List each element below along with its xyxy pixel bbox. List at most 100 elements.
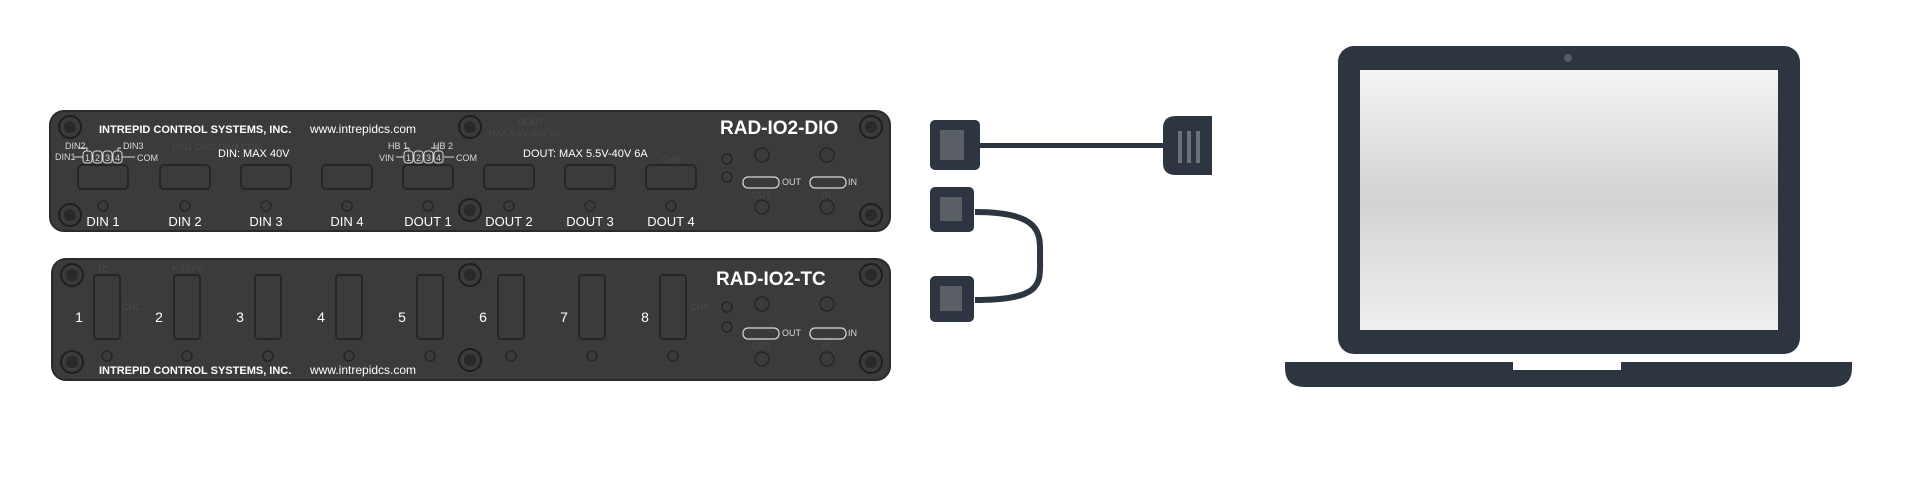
laptop-base: [1285, 362, 1852, 387]
tc-channel-number-8: 8: [641, 309, 649, 325]
dio-port-label-dout3: DOUT 3: [566, 214, 613, 229]
tc-ghost-ch1: CH1: [122, 302, 140, 312]
svg-text:3: 3: [426, 153, 431, 163]
tc-model-name: RAD-IO2-TC: [716, 269, 826, 290]
dout-spec-label: DOUT: MAX 5.5V-40V 6A: [523, 148, 648, 160]
webcam-icon: [1564, 54, 1572, 62]
tc-company-name: INTREPID CONTROL SYSTEMS, INC.: [99, 365, 291, 377]
dio-in-label: IN: [848, 177, 857, 187]
tc-screw-bottom-right: [859, 350, 883, 374]
tc-link-ports[interactable]: OUT IN OUT IN: [721, 296, 857, 367]
dio-port-2[interactable]: [159, 164, 211, 212]
dio-ghost-din-list: DIN1 DIN2 DIN3 COM: [172, 142, 262, 152]
dio-port-label-dout4: DOUT 4: [647, 214, 694, 229]
svg-text:1: 1: [85, 153, 90, 163]
svg-text:4: 4: [115, 153, 120, 163]
din1-pin-label: DIN1: [55, 152, 76, 162]
cable-wire: [978, 143, 1163, 148]
dio-website: www.intrepidcs.com: [309, 122, 416, 136]
dio-screw-top-mid: [458, 115, 482, 139]
tc-in-port[interactable]: [809, 327, 847, 340]
dio-link-ports[interactable]: OUT IN OUT IN: [721, 147, 857, 215]
cable-connector-top-socket: [940, 130, 964, 160]
daisy-chain-connector-top-socket: [940, 197, 962, 221]
din-pin-2: 2: [92, 150, 103, 164]
dio-ghost-ch8: CH8: [662, 155, 680, 165]
dio-screw-bottom-right: [859, 203, 883, 227]
laptop: [1285, 46, 1852, 387]
daisy-chain-cable: [930, 187, 1044, 322]
rad-io2-dio-panel: INTREPID CONTROL SYSTEMS, INC. www.intre…: [49, 110, 891, 232]
tc-port-7[interactable]: [578, 274, 606, 362]
tc-ghost-ktype: K TYPE: [172, 264, 204, 274]
laptop-screen: [1360, 70, 1778, 330]
tc-out-port[interactable]: [742, 327, 780, 340]
dio-panel-body: [49, 110, 891, 232]
tc-screw-bottom-mid: [458, 348, 482, 372]
dio-ghost-dout: DOUT: [518, 117, 544, 127]
dio-ghost-dout-spec: MAX 5.5V-40V 6A: [488, 128, 561, 138]
dio-port-label-din1: DIN 1: [86, 214, 119, 229]
tc-screw-top-mid: [458, 263, 482, 287]
din2-pin-label: DIN2: [65, 141, 86, 151]
svg-text:2: 2: [416, 153, 421, 163]
daisy-chain-wire: [974, 209, 1044, 303]
dio-model-name: RAD-IO2-DIO: [720, 118, 838, 139]
svg-text:4: 4: [436, 153, 441, 163]
din-spec-label: DIN: MAX 40V: [218, 148, 290, 160]
dio-port-label-dout2: DOUT 2: [485, 214, 532, 229]
din3-pin-label: DIN3: [123, 141, 144, 151]
dio-port-7[interactable]: [564, 164, 616, 212]
tc-website: www.intrepidcs.com: [309, 363, 416, 377]
dio-port-label-din4: DIN 4: [330, 214, 363, 229]
usb-plug-grip-line: [1196, 131, 1200, 163]
dio-in-port[interactable]: [809, 176, 847, 189]
tc-out-ghost-label: OUT: [752, 341, 772, 351]
tc-screw-bottom-left: [60, 350, 84, 374]
dio-port-1[interactable]: [77, 164, 129, 212]
usb-plug-grip-line: [1187, 131, 1191, 163]
daisy-chain-connector-bottom-socket: [940, 286, 962, 311]
svg-text:1: 1: [406, 153, 411, 163]
tc-in-label: IN: [848, 328, 857, 338]
tc-port-3[interactable]: [254, 274, 282, 362]
hb2-pin-label: HB 2: [433, 141, 453, 151]
dio-port-5[interactable]: [402, 164, 454, 212]
dio-port-3[interactable]: [240, 164, 292, 212]
tc-port-8[interactable]: [659, 274, 687, 362]
dio-port-label-din2: DIN 2: [168, 214, 201, 229]
dio-port-label-dout1: DOUT 1: [404, 214, 451, 229]
tc-screw-top-left: [60, 263, 84, 287]
dio-out-port[interactable]: [742, 176, 780, 189]
din-com-pin-label: COM: [137, 153, 158, 163]
tc-port-6[interactable]: [497, 274, 525, 362]
tc-in-ghost-label: IN: [822, 341, 831, 351]
tc-ghost-tc: TC: [97, 264, 109, 274]
dio-in-ghost-label: IN: [822, 190, 831, 200]
tc-panel-body: [51, 258, 891, 381]
dio-screw-bottom-left: [58, 203, 82, 227]
din-pin-3: 3: [102, 150, 113, 164]
tc-channel-number-6: 6: [479, 309, 487, 325]
hb1-pin-label: HB 1: [388, 141, 408, 151]
dio-screw-top-right: [859, 115, 883, 139]
dio-company-name: INTREPID CONTROL SYSTEMS, INC.: [99, 124, 291, 136]
dio-port-4[interactable]: [321, 164, 373, 212]
dio-port-6[interactable]: [483, 164, 535, 212]
dio-port-8[interactable]: [645, 164, 697, 212]
rad-io2-tc-panel: TC K TYPE CH1 CH8 RAD-IO2-TC 1 2 3 4 5 6…: [51, 258, 891, 381]
dio-out-label: OUT: [782, 177, 802, 187]
usb-plug-grip-line: [1178, 131, 1182, 163]
tc-port-1[interactable]: [93, 274, 121, 362]
tc-channel-number-7: 7: [560, 309, 568, 325]
tc-channel-number-2: 2: [155, 309, 163, 325]
tc-ghost-ch8: CH8: [690, 302, 708, 312]
laptop-trackpad-notch: [1513, 362, 1621, 370]
usb-cable-to-laptop: [930, 116, 1212, 175]
tc-port-5[interactable]: [416, 274, 444, 362]
tc-port-4[interactable]: [335, 274, 363, 362]
dio-screw-top-left: [58, 115, 82, 139]
vin-pin-label: VIN: [379, 153, 394, 163]
tc-port-2[interactable]: [173, 274, 201, 362]
